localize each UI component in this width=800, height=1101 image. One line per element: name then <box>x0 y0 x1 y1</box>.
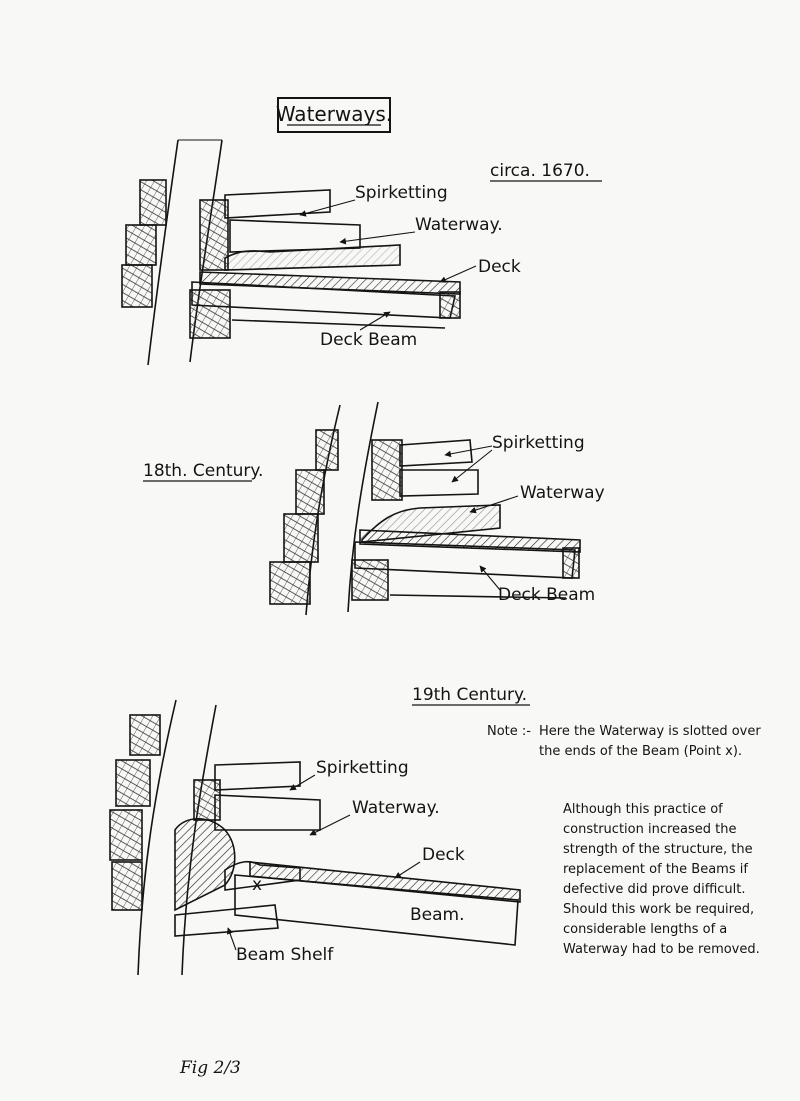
label-beam-shelf-19th: Beam Shelf <box>236 945 334 965</box>
title-box: Waterways. <box>276 97 392 133</box>
note-intro: Note :- Here the Waterway is slotted over… <box>487 722 777 762</box>
figure-caption: Fig 2/3 <box>180 1058 241 1078</box>
label-deck-beam-1670: Deck Beam <box>320 330 417 350</box>
label-beam-19th: Beam. <box>410 905 465 925</box>
label-spirketting-1670: Spirketting <box>355 183 448 203</box>
label-spirketting-18th: Spirketting <box>492 433 585 453</box>
period-19th-century: 19th Century. <box>412 685 527 705</box>
label-point-x-19th: x <box>252 875 262 895</box>
leader-lines-1670 <box>299 199 477 331</box>
note-text: Here the Waterway is slotted over the en… <box>539 724 761 759</box>
label-waterway-18th: Waterway <box>520 483 605 503</box>
label-waterway-1670: Waterway. <box>415 215 503 235</box>
section-19th-century <box>109 699 521 976</box>
section-1670 <box>121 139 461 366</box>
leader-lines-19th <box>226 774 421 951</box>
period-1670: circa. 1670. <box>490 161 590 181</box>
leader-lines-18th <box>444 445 519 591</box>
period-18th-century: 18th. Century. <box>143 461 263 481</box>
label-waterway-19th: Waterway. <box>352 798 440 818</box>
diagram-title: Waterways. <box>276 102 392 126</box>
label-deck-beam-18th: Deck Beam <box>498 585 595 605</box>
label-deck-1670: Deck <box>478 257 521 277</box>
section-18th-century <box>269 401 581 616</box>
note-body: Although this practice of construction i… <box>563 802 760 957</box>
label-deck-19th: Deck <box>422 845 465 865</box>
label-spirketting-19th: Spirketting <box>316 758 409 778</box>
note-prefix: Note :- <box>487 724 531 739</box>
